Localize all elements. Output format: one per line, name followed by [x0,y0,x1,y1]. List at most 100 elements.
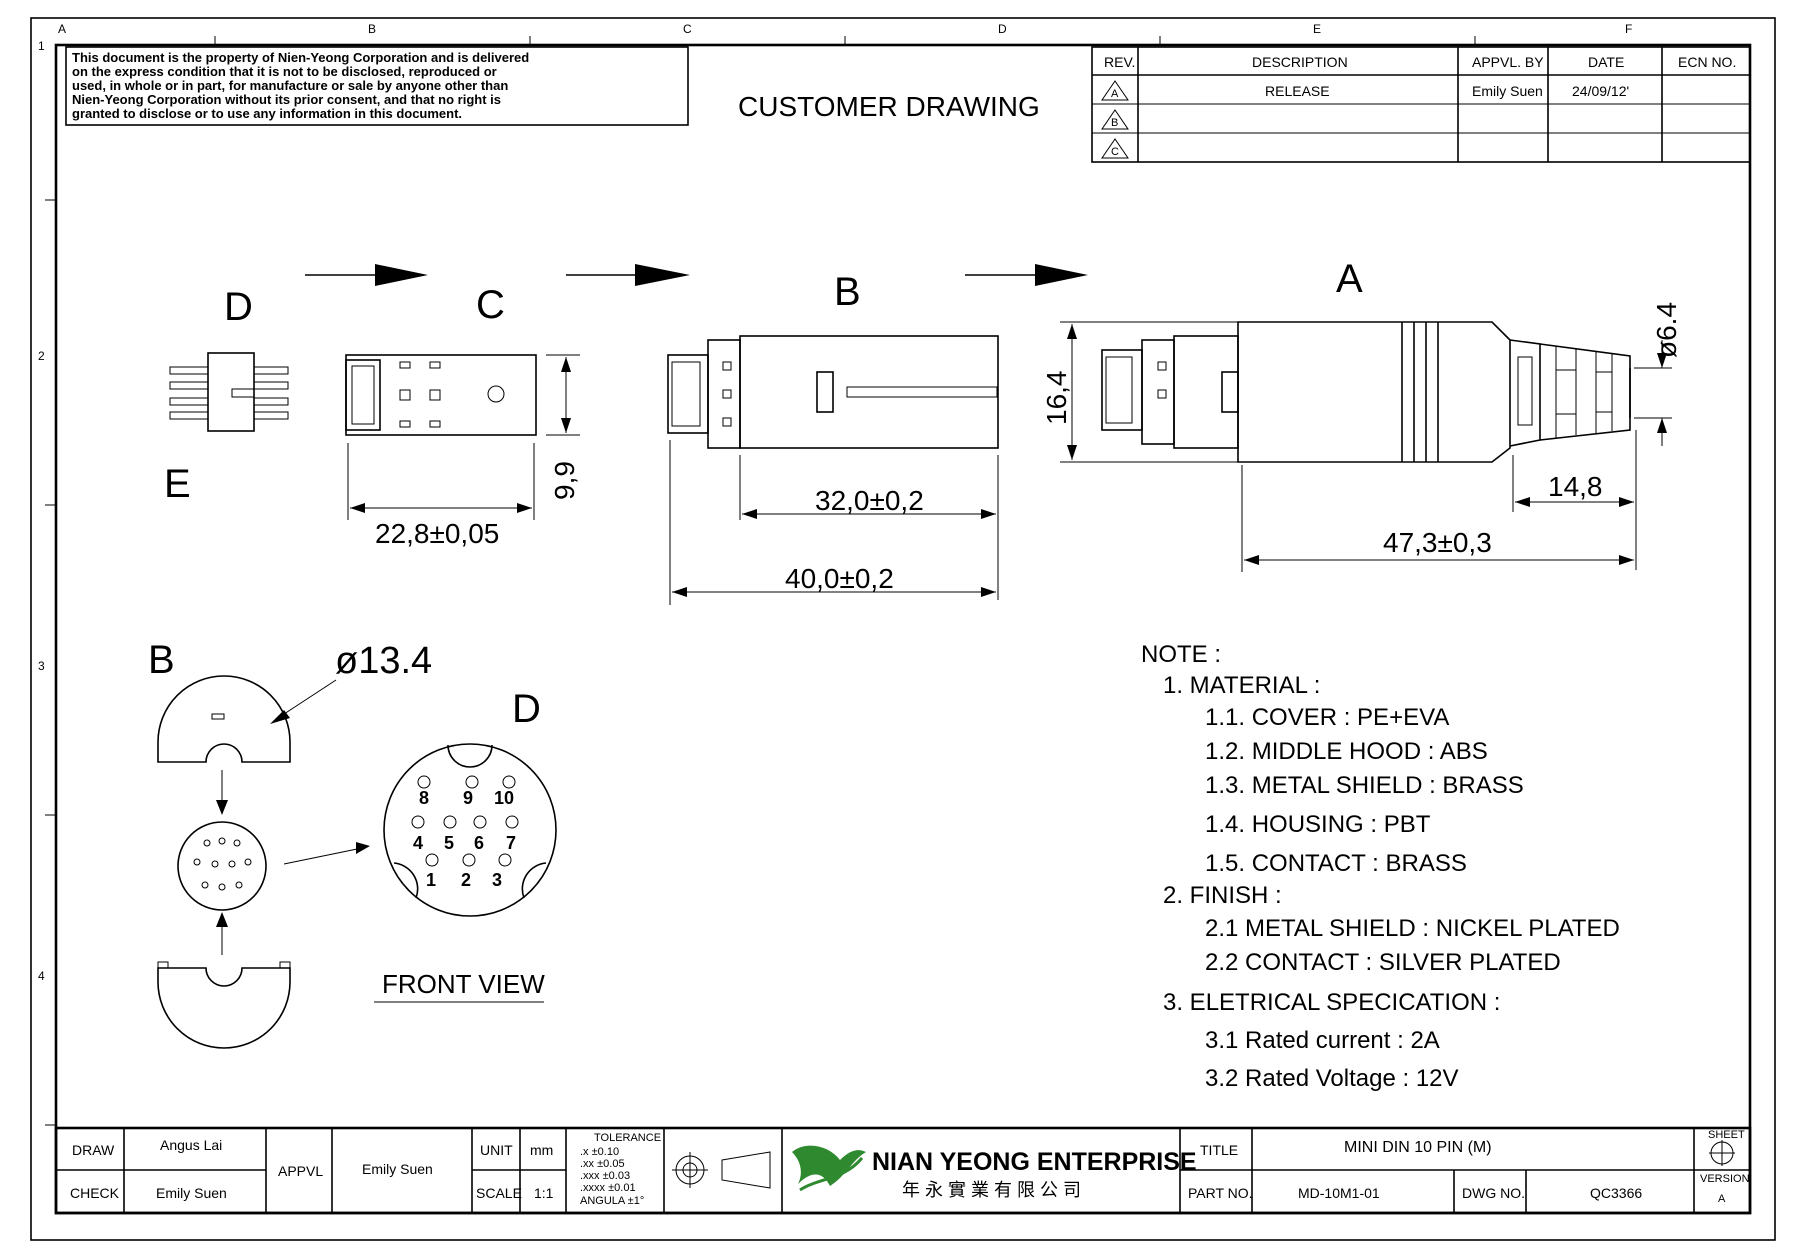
rev-row-3-rev: C [1111,146,1119,158]
grid-row-4: 4 [38,969,45,983]
rev-header-rev: REV. [1104,54,1135,70]
note-line-10: 3. ELETRICAL SPECICATION : [1163,989,1500,1016]
grid-ticks [45,36,1476,1126]
note-line-5: 1.4. HOUSING : PBT [1205,811,1431,838]
front-label-d: D [512,687,541,731]
tb-unit-value: mm [530,1142,553,1158]
tb-check-value: Emily Suen [156,1185,227,1201]
tb-check-label: CHECK [70,1185,120,1201]
pin-label-6: 6 [474,833,484,853]
pin-label-9: 9 [463,788,473,808]
dim-a-length: 47,3±0,3 [1383,527,1492,558]
inner-border [54,43,1752,1215]
view-label-c: C [476,283,505,327]
disclaimer-line-2: on the express condition that it is not … [72,64,497,79]
tb-draw-value: Angus Lai [160,1137,222,1153]
dim-b-length: 40,0±0,2 [785,563,894,594]
tb-tolerance-row-2: .xx ±0.05 [580,1158,625,1170]
grid-row-1: 1 [38,39,45,53]
grid-col-d: D [998,22,1007,36]
tb-part-value: MD-10M1-01 [1298,1185,1380,1201]
disclaimer-line-5: granted to disclose or to use any inform… [72,106,462,121]
tb-scale-label: SCALE [476,1185,522,1201]
rev-row-2-rev: B [1111,117,1118,129]
rev-header-date: DATE [1588,54,1624,70]
dim-a-boot: 14,8 [1548,471,1603,502]
dim-a-diameter: ø6.4 [1651,302,1682,358]
tb-unit-label: UNIT [480,1142,513,1158]
grid-col-b: B [368,22,376,36]
front-view-title: FRONT VIEW [382,969,545,999]
tb-tolerance-row-1: .x ±0.10 [580,1146,619,1158]
tb-sheet-label: SHEET [1708,1129,1745,1141]
tb-appvl-label: APPVL [278,1163,323,1179]
tb-draw-label: DRAW [72,1142,115,1158]
tb-dwg-value: QC3366 [1590,1185,1642,1201]
note-line-3: 1.2. MIDDLE HOOD : ABS [1205,738,1488,765]
pin-label-7: 7 [506,833,516,853]
revision-table [1091,46,1751,163]
title-block [54,1126,1752,1215]
note-line-1: 1. MATERIAL : [1163,672,1320,699]
note-line-4: 1.3. METAL SHIELD : BRASS [1205,772,1524,799]
tb-tolerance-row-3: .xxx ±0.03 [580,1170,630,1182]
notes-block: NOTE : 1. MATERIAL : 1.1. COVER : PE+EVA… [1141,641,1620,1092]
tb-version-value: A [1718,1193,1726,1205]
note-line-12: 3.2 Rated Voltage : 12V [1205,1065,1459,1092]
pin-label-1: 1 [426,870,436,890]
tb-part-label: PART NO. [1188,1185,1253,1201]
rev-header-ecn: ECN NO. [1678,54,1736,70]
dim-c-length: 22,8±0,05 [375,518,499,549]
note-line-7: 2. FINISH : [1163,882,1282,909]
tb-title-label: TITLE [1200,1142,1238,1158]
outer-border [30,17,1776,1241]
notes-heading: NOTE : [1141,641,1221,668]
disclaimer-line-4: Nien-Yeong Corporation without its prior… [72,92,501,107]
part-a-assembly [1060,321,1672,572]
part-d-insert [169,352,289,432]
rev-header-appvl: APPVL. BY [1472,54,1544,70]
tb-company-name-cn: 年 永 實 業 有 限 公 司 [902,1180,1081,1200]
pin-label-2: 2 [461,870,471,890]
tb-tolerance-label: TOLERANCE [594,1132,661,1144]
tb-company-name: NIAN YEONG ENTERPRISE [872,1148,1197,1176]
pin-label-3: 3 [492,870,502,890]
tb-appvl-value: Emily Suen [362,1161,433,1177]
view-label-e: E [164,462,191,506]
grid-col-e: E [1313,22,1321,36]
grid-col-f: F [1625,22,1632,36]
assembly-arrows [305,264,1088,286]
front-view-exploded [157,675,557,1049]
note-line-6: 1.5. CONTACT : BRASS [1205,850,1467,877]
dim-c-height: 9,9 [549,461,580,500]
dim-shell-diameter: ø13.4 [335,640,432,682]
grid-col-a: A [58,22,66,36]
tb-tolerance-row-5: ANGULA ±1° [580,1195,644,1207]
disclaimer-box [65,46,689,126]
view-label-d: D [224,285,253,329]
tb-tolerance-row-4: .xxxx ±0.01 [580,1182,636,1194]
rev-row-1-rev: A [1111,88,1119,100]
view-label-a: A [1336,257,1363,301]
rev-row-1-date: 24/09/12' [1572,83,1629,99]
tb-version-label: VERSION [1700,1173,1750,1185]
note-line-9: 2.2 CONTACT : SILVER PLATED [1205,949,1561,976]
part-c-housing [345,354,580,520]
tb-title-value: MINI DIN 10 PIN (M) [1344,1139,1492,1156]
note-line-11: 3.1 Rated current : 2A [1205,1027,1440,1054]
pin-label-4: 4 [413,833,423,853]
grid-row-2: 2 [38,349,45,363]
pin-label-5: 5 [444,833,454,853]
note-line-2: 1.1. COVER : PE+EVA [1205,704,1449,731]
view-label-b: B [834,270,861,314]
pin-label-10: 10 [494,788,514,808]
dim-a-height: 16,4 [1041,371,1072,426]
rev-row-1-description: RELEASE [1265,83,1330,99]
front-label-b: B [148,638,175,682]
pin-label-8: 8 [419,788,429,808]
tb-dwg-label: DWG NO. [1462,1185,1525,1201]
rev-header-description: DESCRIPTION [1252,54,1348,70]
disclaimer-line-1: This document is the property of Nien-Ye… [72,50,529,65]
header-title: CUSTOMER DRAWING [738,91,1040,122]
